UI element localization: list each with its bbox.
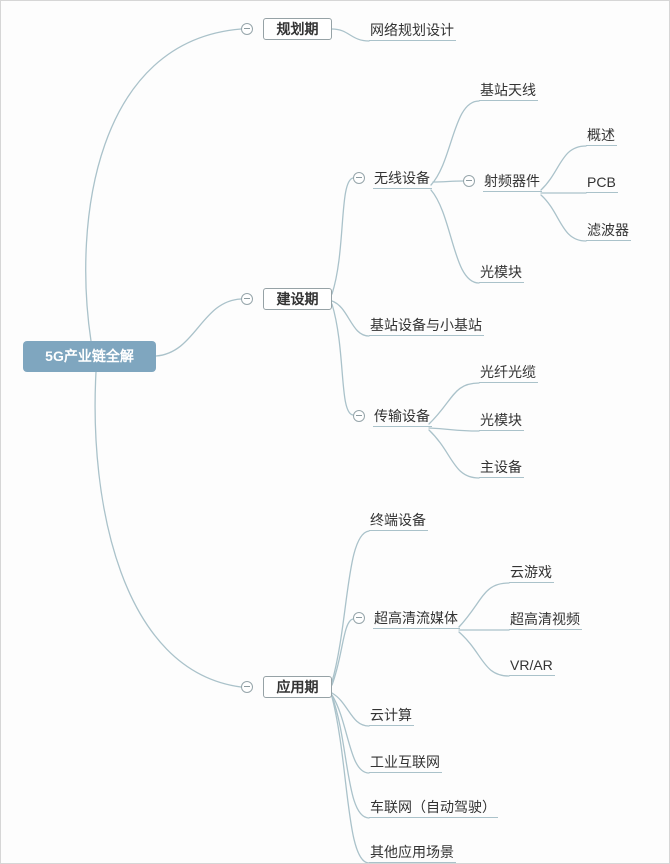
connector xyxy=(331,303,354,416)
topic-cloud-computing[interactable]: 云计算 xyxy=(369,704,414,726)
connector xyxy=(432,180,464,183)
topic-network-planning-design[interactable]: 网络规划设计 xyxy=(369,19,456,41)
connector xyxy=(331,300,370,337)
root-topic-5g-industry-chain[interactable]: 5G产业链全解 xyxy=(23,341,156,372)
connector xyxy=(331,618,354,686)
topic-pcb[interactable]: PCB xyxy=(586,171,618,193)
topic-uhd-video[interactable]: 超高清视频 xyxy=(509,608,582,630)
topic-other-applications[interactable]: 其他应用场景 xyxy=(369,841,456,863)
connector xyxy=(155,298,242,357)
topic-filter[interactable]: 滤波器 xyxy=(586,219,631,241)
collapse-toggle-icon[interactable] xyxy=(353,612,365,624)
connector xyxy=(331,530,370,683)
topic-rf-components[interactable]: 射频器件 xyxy=(483,170,542,192)
collapse-toggle-icon[interactable] xyxy=(241,293,253,305)
topic-vr-ar[interactable]: VR/AR xyxy=(509,654,555,676)
connector xyxy=(331,694,370,774)
topic-cloud-gaming[interactable]: 云游戏 xyxy=(509,561,554,583)
topic-optical-module[interactable]: 光模块 xyxy=(479,261,524,283)
topic-application-period[interactable]: 应用期 xyxy=(263,676,332,698)
topic-base-station-antenna[interactable]: 基站天线 xyxy=(479,79,538,101)
topic-industrial-internet[interactable]: 工业互联网 xyxy=(369,751,442,773)
connector xyxy=(430,100,480,186)
connector xyxy=(331,692,370,727)
topic-transmission-equipment[interactable]: 传输设备 xyxy=(373,405,432,427)
topic-overview[interactable]: 概述 xyxy=(586,124,617,146)
collapse-toggle-icon[interactable] xyxy=(353,410,365,422)
connector xyxy=(430,189,480,284)
connector xyxy=(331,177,354,295)
connector xyxy=(85,28,242,342)
connector xyxy=(428,382,480,425)
topic-planning-period[interactable]: 规划期 xyxy=(263,18,332,40)
connector xyxy=(331,28,370,42)
topic-terminal-equipment[interactable]: 终端设备 xyxy=(369,509,428,531)
topic-construction-period[interactable]: 建设期 xyxy=(263,288,332,310)
connector xyxy=(331,695,370,819)
topic-base-station-small-cell[interactable]: 基站设备与小基站 xyxy=(369,314,484,336)
topic-iov-autonomous-driving[interactable]: 车联网（自动驾驶） xyxy=(369,796,498,818)
collapse-toggle-icon[interactable] xyxy=(241,23,253,35)
topic-optical-module-2[interactable]: 光模块 xyxy=(479,409,524,431)
connector xyxy=(94,371,242,688)
connector xyxy=(331,696,370,863)
topic-optical-fiber-cable[interactable]: 光纤光缆 xyxy=(479,361,538,383)
connector xyxy=(458,582,510,628)
collapse-toggle-icon[interactable] xyxy=(241,681,253,693)
collapse-toggle-icon[interactable] xyxy=(353,172,365,184)
collapse-toggle-icon[interactable] xyxy=(463,175,475,187)
topic-uhd-streaming[interactable]: 超高清流媒体 xyxy=(373,607,460,629)
connector xyxy=(540,145,587,191)
connector xyxy=(540,194,587,242)
topic-main-equipment[interactable]: 主设备 xyxy=(479,456,524,478)
connector xyxy=(428,429,480,479)
connector xyxy=(428,427,480,432)
connector xyxy=(458,631,510,677)
topic-wireless-equipment[interactable]: 无线设备 xyxy=(373,167,432,189)
